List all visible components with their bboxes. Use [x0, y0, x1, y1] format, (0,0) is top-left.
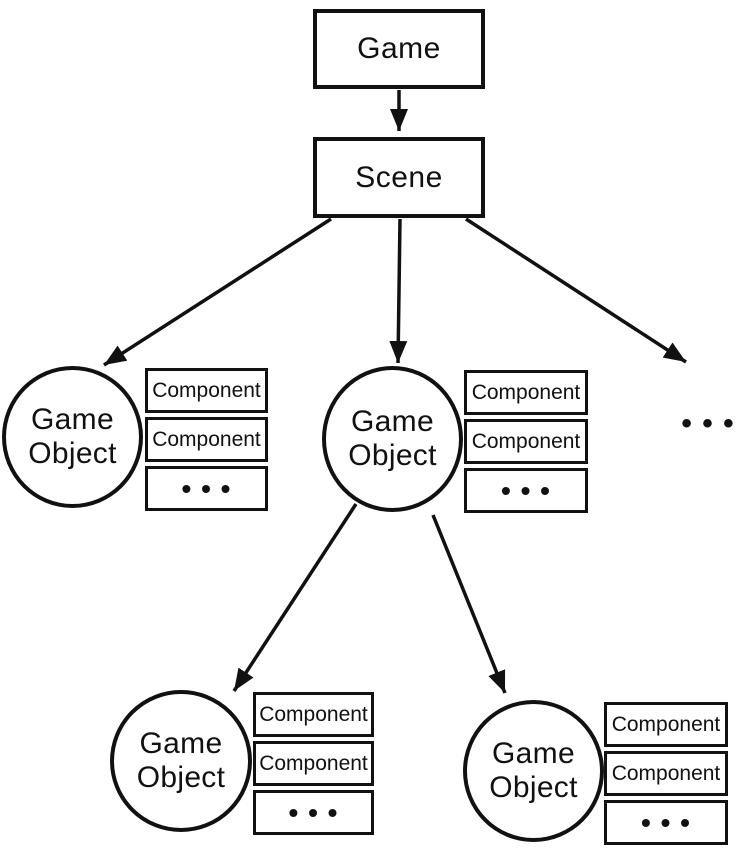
component-stack-3: Component Component • • •	[253, 692, 374, 835]
component-label: Component	[259, 702, 368, 726]
component-ellipsis-box: • • •	[145, 466, 268, 511]
game-object-node-1: Game Object	[2, 366, 143, 508]
edge-scene-to-object-1	[103, 217, 332, 367]
game-object-node-2: Game Object	[322, 366, 463, 512]
scene-node-label: Scene	[355, 160, 443, 194]
component-stack-2: Component Component • • •	[464, 370, 588, 513]
ellipsis-label: • • •	[641, 806, 691, 838]
component-label: Component	[152, 427, 261, 451]
game-object-label: Game Object	[348, 405, 437, 472]
edge-object-2-to-object-4	[431, 514, 507, 694]
ellipsis-label: • • •	[681, 407, 735, 440]
edge-scene-to-object-2	[389, 218, 408, 364]
component-box: Component	[253, 741, 374, 786]
component-label: Component	[152, 378, 261, 402]
game-object-label: Game Object	[136, 727, 226, 794]
game-object-label: Game Object	[28, 403, 117, 470]
component-box: Component	[253, 692, 374, 737]
component-box: Component	[145, 368, 268, 413]
component-label: Component	[471, 429, 581, 453]
game-node-label: Game	[357, 32, 441, 65]
component-ellipsis-box: • • •	[604, 800, 728, 845]
ellipsis-more-objects: • • •	[680, 402, 736, 446]
component-stack-1: Component Component • • •	[145, 368, 268, 511]
component-label: Component	[611, 712, 721, 736]
game-node: Game	[313, 9, 485, 89]
edge-object-2-to-object-3	[232, 503, 358, 692]
component-box: Component	[604, 751, 728, 796]
component-box: Component	[464, 370, 588, 415]
component-box: Component	[145, 417, 268, 462]
scene-node: Scene	[313, 137, 485, 218]
component-stack-4: Component Component • • •	[604, 702, 728, 845]
component-label: Component	[259, 751, 368, 775]
edge-scene-to-ellipsis	[465, 217, 687, 364]
component-ellipsis-box: • • •	[253, 790, 374, 835]
component-label: Component	[471, 380, 581, 404]
ellipsis-label: • • •	[181, 472, 232, 504]
component-ellipsis-box: • • •	[464, 468, 588, 513]
ellipsis-label: • • •	[501, 474, 551, 506]
game-object-node-3: Game Object	[110, 690, 252, 832]
game-object-label: Game Object	[489, 737, 578, 804]
component-box: Component	[604, 702, 728, 747]
component-box: Component	[464, 419, 588, 464]
ellipsis-label: • • •	[288, 796, 339, 828]
component-label: Component	[611, 761, 721, 785]
game-object-node-4: Game Object	[463, 700, 604, 842]
